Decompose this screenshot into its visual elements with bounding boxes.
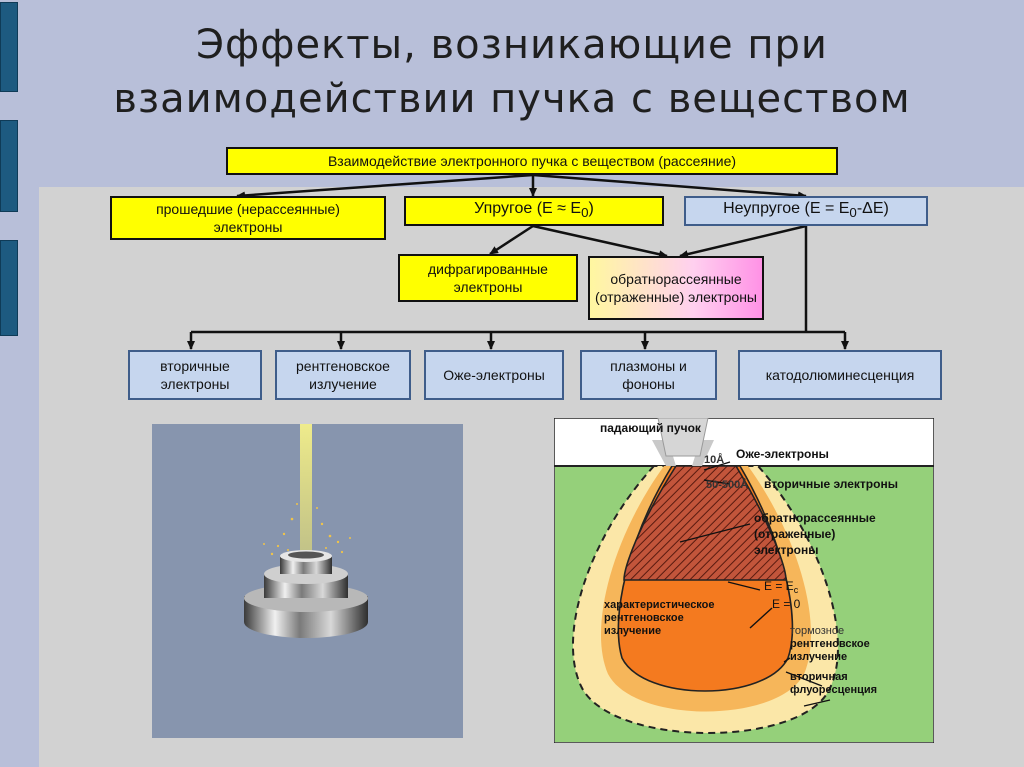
arrow-inelastic-to-backscattered xyxy=(679,224,807,259)
label-brems-1: тормозное xyxy=(790,625,844,637)
label-backscattered-1: обратнорассеянные xyxy=(754,511,876,525)
label-e-ec: E = Ec xyxy=(764,579,799,595)
interaction-volume-diagram: падающий пучок 10Å Оже-электроны 50-500Å… xyxy=(554,418,934,743)
slide-title: Эффекты, возникающие при взаимодействии … xyxy=(0,18,1024,126)
label-depth-10: 10Å xyxy=(704,453,724,466)
elastic-box: Упругое (E ≈ E0) xyxy=(404,196,664,226)
title-line-1: Эффекты, возникающие при xyxy=(196,22,828,68)
slide-tab-3[interactable] xyxy=(0,240,18,336)
label-backscattered-2: (отраженные) xyxy=(754,527,835,541)
label-depth-50-500: 50-500Å xyxy=(706,478,748,491)
xray-emission-box: рентгеновское излучение xyxy=(275,350,411,400)
label-secondary-electrons: вторичные электроны xyxy=(764,477,898,491)
arrow-to-diffracted xyxy=(489,224,534,256)
root-box: Взаимодействие электронного пучка с веще… xyxy=(226,147,838,175)
sample-holder-image xyxy=(152,424,463,738)
label-brems-2: рентгеновское xyxy=(790,638,870,650)
label-characteristic-3: излучение xyxy=(604,625,661,637)
label-backscattered-3: электроны xyxy=(754,543,819,557)
label-characteristic-2: рентгеновское xyxy=(604,612,684,624)
label-fluorescence-1: вторичная xyxy=(790,671,848,683)
label-brems-3: излучение xyxy=(790,651,847,663)
label-e-zero: E = 0 xyxy=(772,597,801,611)
label-incident-beam: падающий пучок xyxy=(600,421,702,435)
label-characteristic-1: характеристическое xyxy=(604,599,715,611)
slide-tab-2[interactable] xyxy=(0,120,18,212)
arrow-elastic-to-backscattered xyxy=(532,224,668,259)
inelastic-label: Неупругое (E = E0-ΔE) xyxy=(723,199,889,221)
transmitted-electrons-box: прошедшие (нерассеянные) электроны xyxy=(110,196,386,240)
inelastic-box: Неупругое (E = E0-ΔE) xyxy=(684,196,928,226)
cathodoluminescence-box: катодолюминесценция xyxy=(738,350,942,400)
elastic-label: Упругое (E ≈ E0) xyxy=(474,199,594,221)
label-auger: Оже-электроны xyxy=(736,447,829,461)
auger-electrons-box: Оже-электроны xyxy=(424,350,564,400)
secondary-electrons-box: вторичные электроны xyxy=(128,350,262,400)
slide-tab-1[interactable] xyxy=(0,2,18,92)
plasmons-phonons-box: плазмоны и фононы xyxy=(580,350,717,400)
backscattered-electrons-box: обратнорассеянные (отраженные) электроны xyxy=(588,256,764,320)
arrow-to-inelastic xyxy=(532,173,807,200)
label-fluorescence-2: флуоресценция xyxy=(790,684,877,696)
arrow-to-transmitted xyxy=(236,173,534,200)
diffracted-electrons-box: дифрагированные электроны xyxy=(398,254,578,302)
title-line-2: взаимодействии пучка с веществом xyxy=(113,76,911,122)
